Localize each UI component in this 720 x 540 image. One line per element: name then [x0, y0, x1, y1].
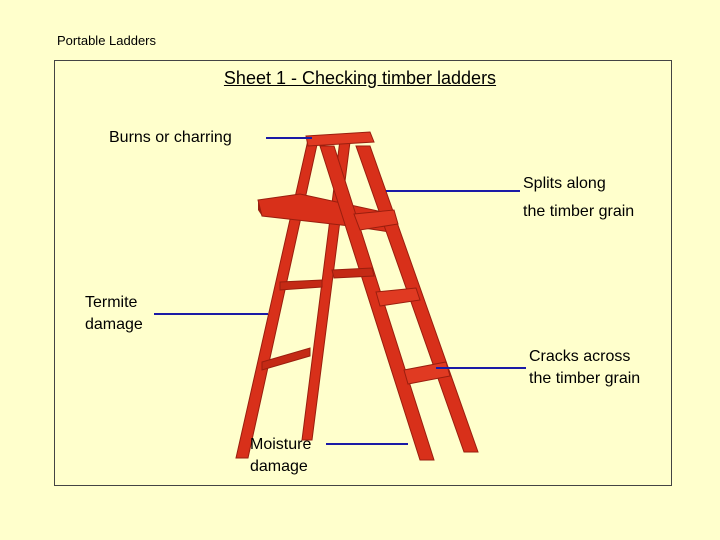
label-cracks: Cracks across the timber grain: [529, 346, 640, 390]
label-splits: Splits along the timber grain: [523, 170, 634, 226]
slide-header: Portable Ladders: [57, 33, 157, 48]
label-cracks-line2: the timber grain: [529, 370, 641, 387]
sheet-title-text: Sheet 1 - Checking timber ladders: [223, 68, 497, 88]
ladder-step-2: [375, 287, 421, 307]
label-splits-line2: the timber grain: [523, 203, 635, 220]
label-moisture: Moisture damage: [250, 434, 311, 478]
label-splits-line1: Splits along: [523, 175, 606, 192]
content-frame: [54, 60, 672, 486]
label-burns-text: Burns or charring: [109, 129, 232, 146]
ladder-top-cap: [305, 131, 375, 147]
label-termite-line1: Termite: [85, 294, 138, 311]
ladder-rear-step: [331, 267, 375, 279]
label-burns: Burns or charring: [109, 127, 232, 149]
ladder-illustration: [235, 131, 479, 461]
ladder-step-1: [353, 209, 399, 231]
label-termite: Termite damage: [85, 292, 143, 336]
label-moisture-line1: Moisture: [250, 436, 312, 453]
label-moisture-line2: damage: [250, 458, 308, 475]
leader-lines: [154, 137, 526, 445]
ladder-back-brace-1: [279, 279, 323, 291]
ladder-paint-shelf-edge: [258, 200, 262, 216]
ladder-back-brace-2: [261, 347, 311, 371]
sheet-title: Sheet 1 - Checking timber ladders: [0, 68, 720, 89]
label-cracks-line1: Cracks across: [529, 348, 631, 365]
label-termite-line2: damage: [85, 316, 143, 333]
ladder-front-left-stile: [319, 145, 435, 461]
